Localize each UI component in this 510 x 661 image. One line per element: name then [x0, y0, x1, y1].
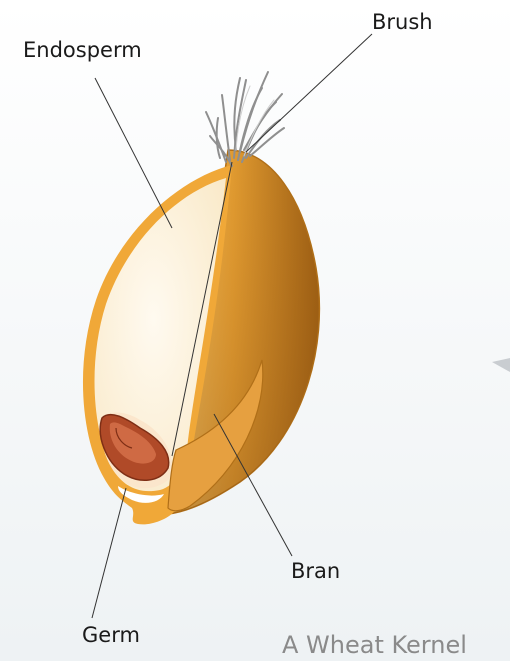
label-germ: Germ: [82, 625, 140, 646]
label-brush: Brush: [372, 12, 433, 33]
label-endosperm: Endosperm: [23, 40, 142, 61]
diagram-caption: A Wheat Kernel: [282, 633, 467, 657]
label-bran: Bran: [291, 561, 340, 582]
